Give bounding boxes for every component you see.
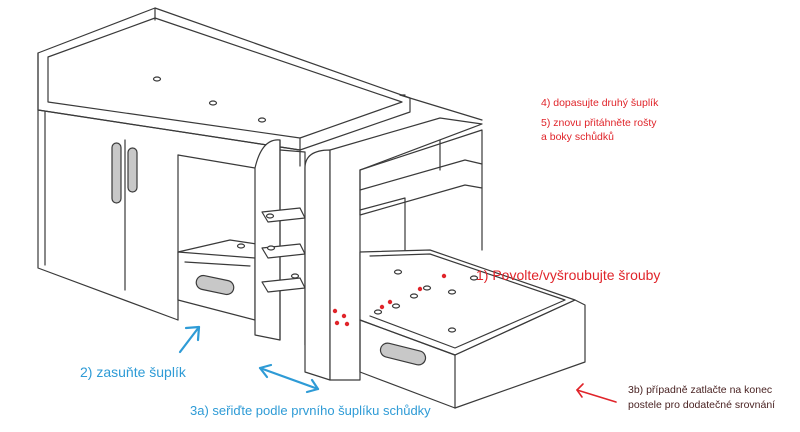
ladder-stairs xyxy=(254,139,306,346)
pull-out-bed xyxy=(359,249,586,409)
arrow-push-bed xyxy=(576,383,617,403)
second-drawer xyxy=(379,342,427,366)
slat-holes xyxy=(152,76,479,333)
step-5-label-line2: a boky schůdků xyxy=(541,131,614,143)
screw-markers xyxy=(332,273,447,327)
step-2-label: 2) zasuňte šuplík xyxy=(80,364,186,380)
door-handles xyxy=(111,142,138,204)
step-3a-label: 3a) seřiďte podle prvního šuplíku schůdk… xyxy=(190,403,431,418)
step-3b-label-line2: postele pro dodatečné srovnání xyxy=(628,399,776,411)
step-1-label: 1) Povolte/vyšroubujte šrouby xyxy=(476,267,661,283)
side-shelf-tower xyxy=(304,94,483,381)
step-4-label: 4) dopasujte druhý šuplík xyxy=(541,97,659,109)
step-3b-label-line1: 3b) případně zatlačte na konec xyxy=(628,384,773,396)
first-drawer xyxy=(177,239,271,321)
step-5-label-line1: 5) znovu přitáhněte rošty xyxy=(541,117,657,129)
upper-bed-frame xyxy=(37,7,411,167)
arrow-insert-drawer xyxy=(178,325,201,354)
arrow-adjust-ladder xyxy=(258,363,320,394)
